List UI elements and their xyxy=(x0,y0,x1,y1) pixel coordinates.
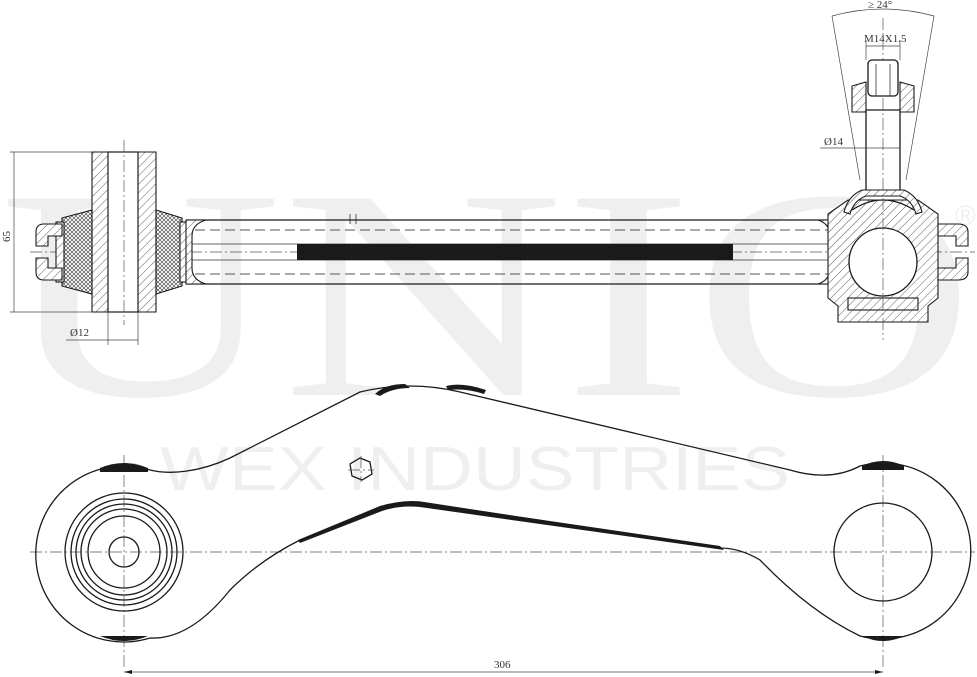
dimension-stud: Ø14 xyxy=(820,136,900,149)
link-tube xyxy=(185,214,841,285)
dimension-thread: M14X1.5 xyxy=(864,33,907,60)
ball-joint xyxy=(827,18,969,340)
bushing-eye xyxy=(64,492,184,612)
dimension-bore: Ø12 xyxy=(66,312,139,345)
watermark-subtitle: WEX INDUSTRIES xyxy=(160,435,790,504)
watermark-brand: UNIO xyxy=(0,128,975,460)
dimension-306: 306 xyxy=(124,659,883,674)
watermark: UNIO ® WEX INDUSTRIES xyxy=(0,128,976,504)
top-section-view: 65 Ø12 Ø14 M14X1.5 ≥ 24° xyxy=(1,0,975,345)
dimension-label-angle: ≥ 24° xyxy=(868,0,892,11)
dimension-label-thread: M14X1.5 xyxy=(864,33,907,45)
dimension-65: 65 xyxy=(1,151,92,313)
ball-joint-eye xyxy=(833,502,933,602)
hex-marker xyxy=(348,456,374,482)
dimension-label-height: 65 xyxy=(1,231,13,243)
side-profile-view: 306 xyxy=(30,384,975,674)
inner-rod xyxy=(297,244,733,260)
watermark-registered-mark: ® xyxy=(955,200,976,231)
arm-outline xyxy=(35,385,972,643)
dimension-angle: ≥ 24° xyxy=(831,0,935,181)
rubber-bushing xyxy=(35,140,189,325)
dimension-label-center-distance: 306 xyxy=(494,659,511,671)
dimension-label-bore: Ø12 xyxy=(70,327,89,339)
dimension-label-stud: Ø14 xyxy=(824,136,843,148)
